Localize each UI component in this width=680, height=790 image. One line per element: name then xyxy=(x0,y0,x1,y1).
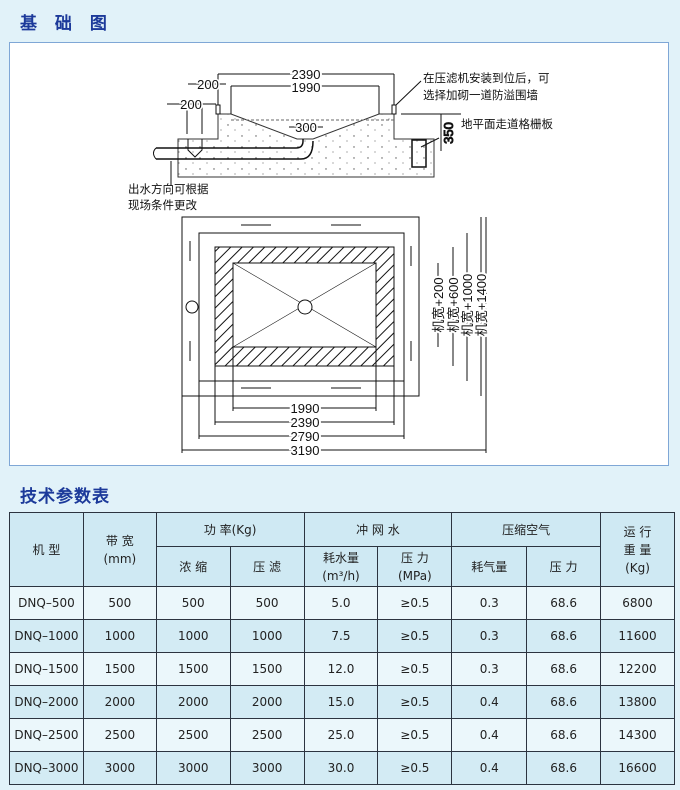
dim-2390: 2390 xyxy=(292,67,321,82)
table-cell: 3000 xyxy=(155,751,231,785)
table-cell: 1500 xyxy=(82,652,157,686)
dim-plan-2790: 2790 xyxy=(291,429,320,444)
params-title: 技术参数表 xyxy=(20,487,110,507)
table-cell: 3000 xyxy=(82,751,157,785)
table-cell: 68.6 xyxy=(526,751,602,785)
header-weight: 运 行重 量(Kg) xyxy=(600,512,675,587)
foundation-drawing: 2390 1990 200 200 300 350 在压滤机安装到位后，可 选择… xyxy=(9,42,669,466)
dim-width-1400: 机宽+1400 xyxy=(474,274,489,337)
section-view: 2390 1990 200 200 300 350 在压滤机安装到位后，可 选择… xyxy=(128,65,553,212)
dim-300: 300 xyxy=(295,120,317,135)
table-cell: 2500 xyxy=(229,718,305,752)
table-cell: 11600 xyxy=(600,619,675,653)
table-cell: DNQ–1000 xyxy=(9,619,84,653)
header-model: 机 型 xyxy=(9,512,84,587)
table-cell: 2000 xyxy=(229,685,305,719)
dim-width-1000: 机宽+1000 xyxy=(460,274,475,337)
table-cell: 2000 xyxy=(82,685,157,719)
table-cell: 68.6 xyxy=(526,619,602,653)
note-outlet-1: 出水方向可根据 xyxy=(128,182,209,196)
dim-width-600: 机宽+600 xyxy=(446,277,461,332)
table-cell: 6800 xyxy=(600,586,675,620)
table-cell: 500 xyxy=(229,586,305,620)
header-thicken: 浓 缩 xyxy=(155,546,231,587)
table-cell: 5.0 xyxy=(303,586,379,620)
header-air-pressure: 压 力 xyxy=(526,546,602,587)
table-cell: 0.3 xyxy=(451,619,528,653)
table-cell: ≥0.5 xyxy=(377,751,453,785)
table-cell: 2500 xyxy=(82,718,157,752)
note-outlet-2: 现场条件更改 xyxy=(128,198,197,212)
table-cell: DNQ–2000 xyxy=(9,685,84,719)
table-cell: DNQ–1500 xyxy=(9,652,84,686)
table-cell: 1000 xyxy=(229,619,305,653)
dim-200-upper: 200 xyxy=(197,77,219,92)
table-cell: ≥0.5 xyxy=(377,718,453,752)
table-cell: 1500 xyxy=(155,652,231,686)
table-cell: DNQ–3000 xyxy=(9,751,84,785)
table-cell: DNQ–2500 xyxy=(9,718,84,752)
table-cell: 1000 xyxy=(155,619,231,653)
table-cell: 68.6 xyxy=(526,586,602,620)
table-cell: 68.6 xyxy=(526,652,602,686)
dim-200-lower: 200 xyxy=(180,97,202,112)
table-cell: 15.0 xyxy=(303,685,379,719)
table-cell: 25.0 xyxy=(303,718,379,752)
plan-view: 1990 2390 2790 3190 机宽+200 机宽+600 机宽+100… xyxy=(181,216,491,460)
table-cell: ≥0.5 xyxy=(377,685,453,719)
table-cell: 500 xyxy=(82,586,157,620)
header-water-use: 耗水量(m³/h) xyxy=(303,546,379,587)
table-cell: 0.3 xyxy=(451,652,528,686)
header-compressed-air: 压缩空气 xyxy=(451,512,602,547)
dim-1990: 1990 xyxy=(292,80,321,95)
header-wash-water: 冲 网 水 xyxy=(303,512,453,547)
table-cell: 1500 xyxy=(229,652,305,686)
table-cell: ≥0.5 xyxy=(377,619,453,653)
table-cell: 14300 xyxy=(600,718,675,752)
table-cell: 16600 xyxy=(600,751,675,785)
table-cell: 0.3 xyxy=(451,586,528,620)
table-cell: ≥0.5 xyxy=(377,586,453,620)
table-cell: ≥0.5 xyxy=(377,652,453,686)
table-cell: 7.5 xyxy=(303,619,379,653)
header-press: 压 滤 xyxy=(229,546,305,587)
note-wall-1: 在压滤机安装到位后，可 xyxy=(423,71,550,85)
header-air-use: 耗气量 xyxy=(451,546,528,587)
dim-width-200: 机宽+200 xyxy=(431,277,446,332)
table-cell: 68.6 xyxy=(526,718,602,752)
table-cell: 0.4 xyxy=(451,718,528,752)
table-cell: 3000 xyxy=(229,751,305,785)
params-table: 机 型 带 宽(mm) 功 率(Kg) 冲 网 水 压缩空气 运 行重 量(Kg… xyxy=(9,512,675,785)
note-wall-2: 选择加砌一道防溢围墙 xyxy=(423,88,538,102)
table-cell: 30.0 xyxy=(303,751,379,785)
table-cell: 2000 xyxy=(155,685,231,719)
table-cell: 500 xyxy=(155,586,231,620)
note-grate: 地平面走道格栅板 xyxy=(461,117,553,131)
table-cell: 12.0 xyxy=(303,652,379,686)
dim-350: 350 xyxy=(441,122,456,144)
foundation-title: 基 础 图 xyxy=(20,14,113,34)
dim-plan-1990: 1990 xyxy=(291,401,320,416)
dim-plan-2390: 2390 xyxy=(291,415,320,430)
header-power: 功 率(Kg) xyxy=(155,512,305,547)
table-cell: DNQ–500 xyxy=(9,586,84,620)
dim-plan-3190: 3190 xyxy=(291,443,320,458)
table-cell: 0.4 xyxy=(451,685,528,719)
table-cell: 0.4 xyxy=(451,751,528,785)
table-cell: 68.6 xyxy=(526,685,602,719)
table-cell: 13800 xyxy=(600,685,675,719)
header-water-pressure: 压 力(MPa) xyxy=(377,546,453,587)
table-cell: 2500 xyxy=(155,718,231,752)
header-belt-width: 带 宽(mm) xyxy=(82,512,157,587)
table-cell: 12200 xyxy=(600,652,675,686)
table-cell: 1000 xyxy=(82,619,157,653)
